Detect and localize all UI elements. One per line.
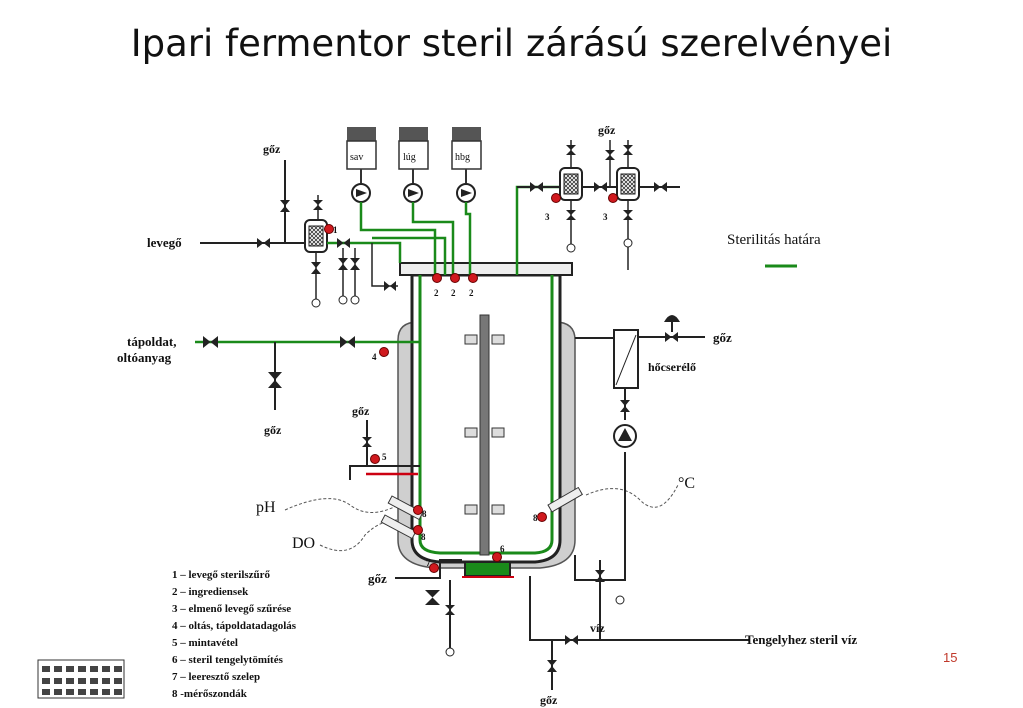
svg-text:gőz: gőz bbox=[540, 693, 558, 707]
agitator-shaft bbox=[479, 314, 490, 556]
page-title: Ipari fermentor steril zárású szerelvény… bbox=[130, 22, 893, 65]
tank-hbg: hbg bbox=[451, 127, 482, 170]
legend-item: 4 – oltás, tápoldatadagolás bbox=[172, 620, 297, 632]
svg-text:1: 1 bbox=[333, 225, 338, 235]
svg-text:tápoldat,: tápoldat, bbox=[127, 334, 176, 349]
svg-text:2: 2 bbox=[451, 288, 456, 298]
svg-text:sav: sav bbox=[350, 152, 363, 163]
svg-text:hbg: hbg bbox=[455, 152, 470, 163]
impeller-top bbox=[464, 334, 505, 515]
svg-text:2: 2 bbox=[469, 288, 474, 298]
svg-text:pH: pH bbox=[256, 499, 276, 516]
svg-text:°C: °C bbox=[678, 475, 695, 492]
svg-text:8: 8 bbox=[421, 532, 426, 542]
svg-text:gőz: gőz bbox=[263, 142, 281, 156]
legend-item: 3 – elmenő levegő szűrése bbox=[172, 603, 291, 615]
svg-text:3: 3 bbox=[545, 212, 550, 222]
svg-text:oltóanyag: oltóanyag bbox=[117, 350, 172, 365]
svg-text:gőz: gőz bbox=[713, 330, 732, 345]
svg-text:8: 8 bbox=[533, 513, 538, 523]
svg-text:víz: víz bbox=[590, 621, 605, 635]
svg-text:2: 2 bbox=[434, 288, 439, 298]
svg-text:Tengelyhez steril víz: Tengelyhez steril víz bbox=[745, 632, 857, 647]
valve-icon bbox=[257, 238, 270, 248]
page-number: 15 bbox=[943, 650, 958, 665]
svg-text:levegő: levegő bbox=[147, 235, 182, 250]
vessel-lid bbox=[399, 262, 573, 276]
svg-text:Sterilitás határa: Sterilitás határa bbox=[727, 232, 821, 248]
svg-text:5: 5 bbox=[382, 452, 387, 462]
svg-text:gőz: gőz bbox=[368, 571, 387, 586]
svg-text:7: 7 bbox=[426, 558, 431, 568]
svg-text:4: 4 bbox=[372, 352, 377, 362]
svg-text:gőz: gőz bbox=[352, 404, 370, 418]
svg-text:6: 6 bbox=[500, 544, 505, 554]
svg-text:DO: DO bbox=[292, 535, 315, 552]
legend-item: 8 -mérőszondák bbox=[172, 688, 248, 700]
legend-item: 1 – levegő sterilszűrő bbox=[172, 569, 271, 581]
legend-item: 6 – steril tengelytömítés bbox=[172, 654, 284, 666]
legend-item: 2 – ingrediensek bbox=[172, 586, 249, 598]
legend-item: 7 – leeresztő szelep bbox=[172, 671, 260, 683]
svg-text:gőz: gőz bbox=[264, 423, 282, 437]
legend-list: 1 – levegő sterilszűrő 2 – ingrediensek … bbox=[172, 569, 297, 700]
svg-text:hőcserélő: hőcserélő bbox=[648, 360, 696, 374]
shaft-seal bbox=[464, 561, 511, 577]
university-logo bbox=[37, 659, 125, 699]
svg-text:lúg: lúg bbox=[403, 152, 416, 163]
tank-sav: sav bbox=[346, 127, 377, 170]
tank-lug: lúg bbox=[398, 127, 429, 170]
svg-text:gőz: gőz bbox=[598, 123, 616, 137]
svg-text:3: 3 bbox=[603, 212, 608, 222]
svg-text:8: 8 bbox=[422, 509, 427, 519]
legend-item: 5 – mintavétel bbox=[172, 637, 238, 649]
